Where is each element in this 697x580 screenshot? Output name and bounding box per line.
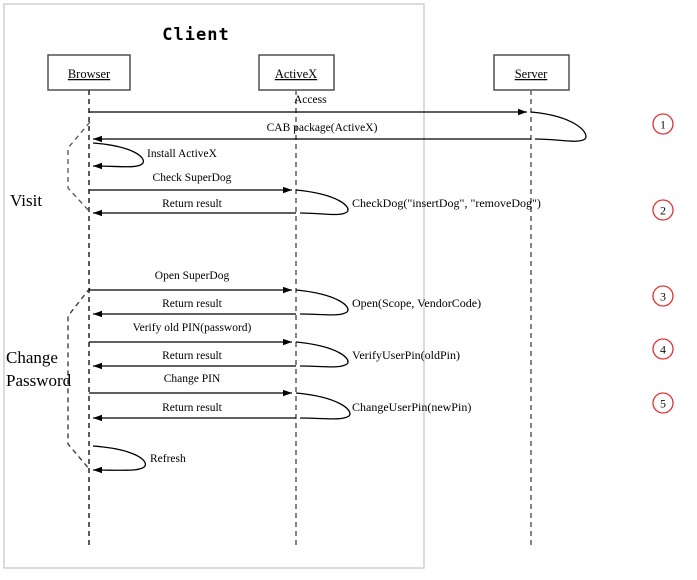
step-marker-4: 4 bbox=[652, 338, 674, 360]
loop-activex-checkdog bbox=[295, 189, 349, 216]
message-label-check-superdog: Check SuperDog bbox=[153, 172, 232, 184]
step-marker-2-label: 2 bbox=[660, 204, 666, 218]
step-marker-4-label: 4 bbox=[660, 343, 666, 357]
message-label-install-activex: Install ActiveX bbox=[147, 148, 218, 160]
step-marker-5-label: 5 bbox=[660, 397, 666, 411]
api-label-verify-user-pin: VerifyUserPin(oldPin) bbox=[352, 348, 460, 362]
message-label-cab-package: CAB package(ActiveX) bbox=[267, 122, 378, 134]
actor-browser[interactable]: Browser bbox=[47, 54, 131, 91]
loop-activex-change bbox=[295, 392, 351, 420]
actor-server[interactable]: Server bbox=[493, 54, 570, 91]
message-label-change-return: Return result bbox=[162, 402, 223, 414]
message-label-change-pin: Change PIN bbox=[164, 373, 221, 385]
actor-activex[interactable]: ActiveX bbox=[258, 54, 335, 91]
api-label-open: Open(Scope, VendorCode) bbox=[352, 296, 481, 310]
loop-activex-verify bbox=[295, 341, 349, 368]
step-marker-3: 3 bbox=[652, 285, 674, 307]
message-label-access: Access bbox=[294, 94, 327, 106]
actor-server-label: Server bbox=[515, 67, 548, 81]
client-title: Client bbox=[162, 25, 229, 45]
client-boundary-box bbox=[3, 3, 425, 569]
step-marker-1-label: 1 bbox=[660, 118, 666, 132]
step-marker-1: 1 bbox=[652, 113, 674, 135]
brace-visit bbox=[67, 121, 91, 213]
loop-server-cab bbox=[530, 111, 587, 142]
message-label-verify-return: Return result bbox=[162, 350, 223, 362]
loop-browser-refresh bbox=[92, 445, 146, 474]
step-marker-5: 5 bbox=[652, 392, 674, 414]
actor-browser-label: Browser bbox=[68, 67, 111, 81]
loop-activex-open bbox=[295, 289, 349, 316]
step-marker-3-label: 3 bbox=[660, 290, 666, 304]
message-label-open-superdog: Open SuperDog bbox=[155, 270, 230, 282]
brace-change-password bbox=[67, 287, 91, 471]
group-label-change-password-line2: Password bbox=[6, 371, 72, 390]
message-label-refresh: Refresh bbox=[150, 453, 186, 465]
loop-browser-install-activex bbox=[92, 142, 144, 170]
api-label-checkdog: CheckDog("insertDog", "removeDog") bbox=[352, 196, 541, 210]
api-label-change-user-pin: ChangeUserPin(newPin) bbox=[352, 400, 471, 414]
message-label-checkdog-return: Return result bbox=[162, 198, 223, 210]
message-label-open-return: Return result bbox=[162, 298, 223, 310]
message-label-verify-old-pin: Verify old PIN(password) bbox=[133, 322, 252, 334]
group-label-visit: Visit bbox=[10, 191, 42, 210]
actor-activex-label: ActiveX bbox=[275, 67, 317, 81]
group-label-change-password-line1: Change bbox=[6, 348, 58, 367]
step-marker-2: 2 bbox=[652, 199, 674, 221]
